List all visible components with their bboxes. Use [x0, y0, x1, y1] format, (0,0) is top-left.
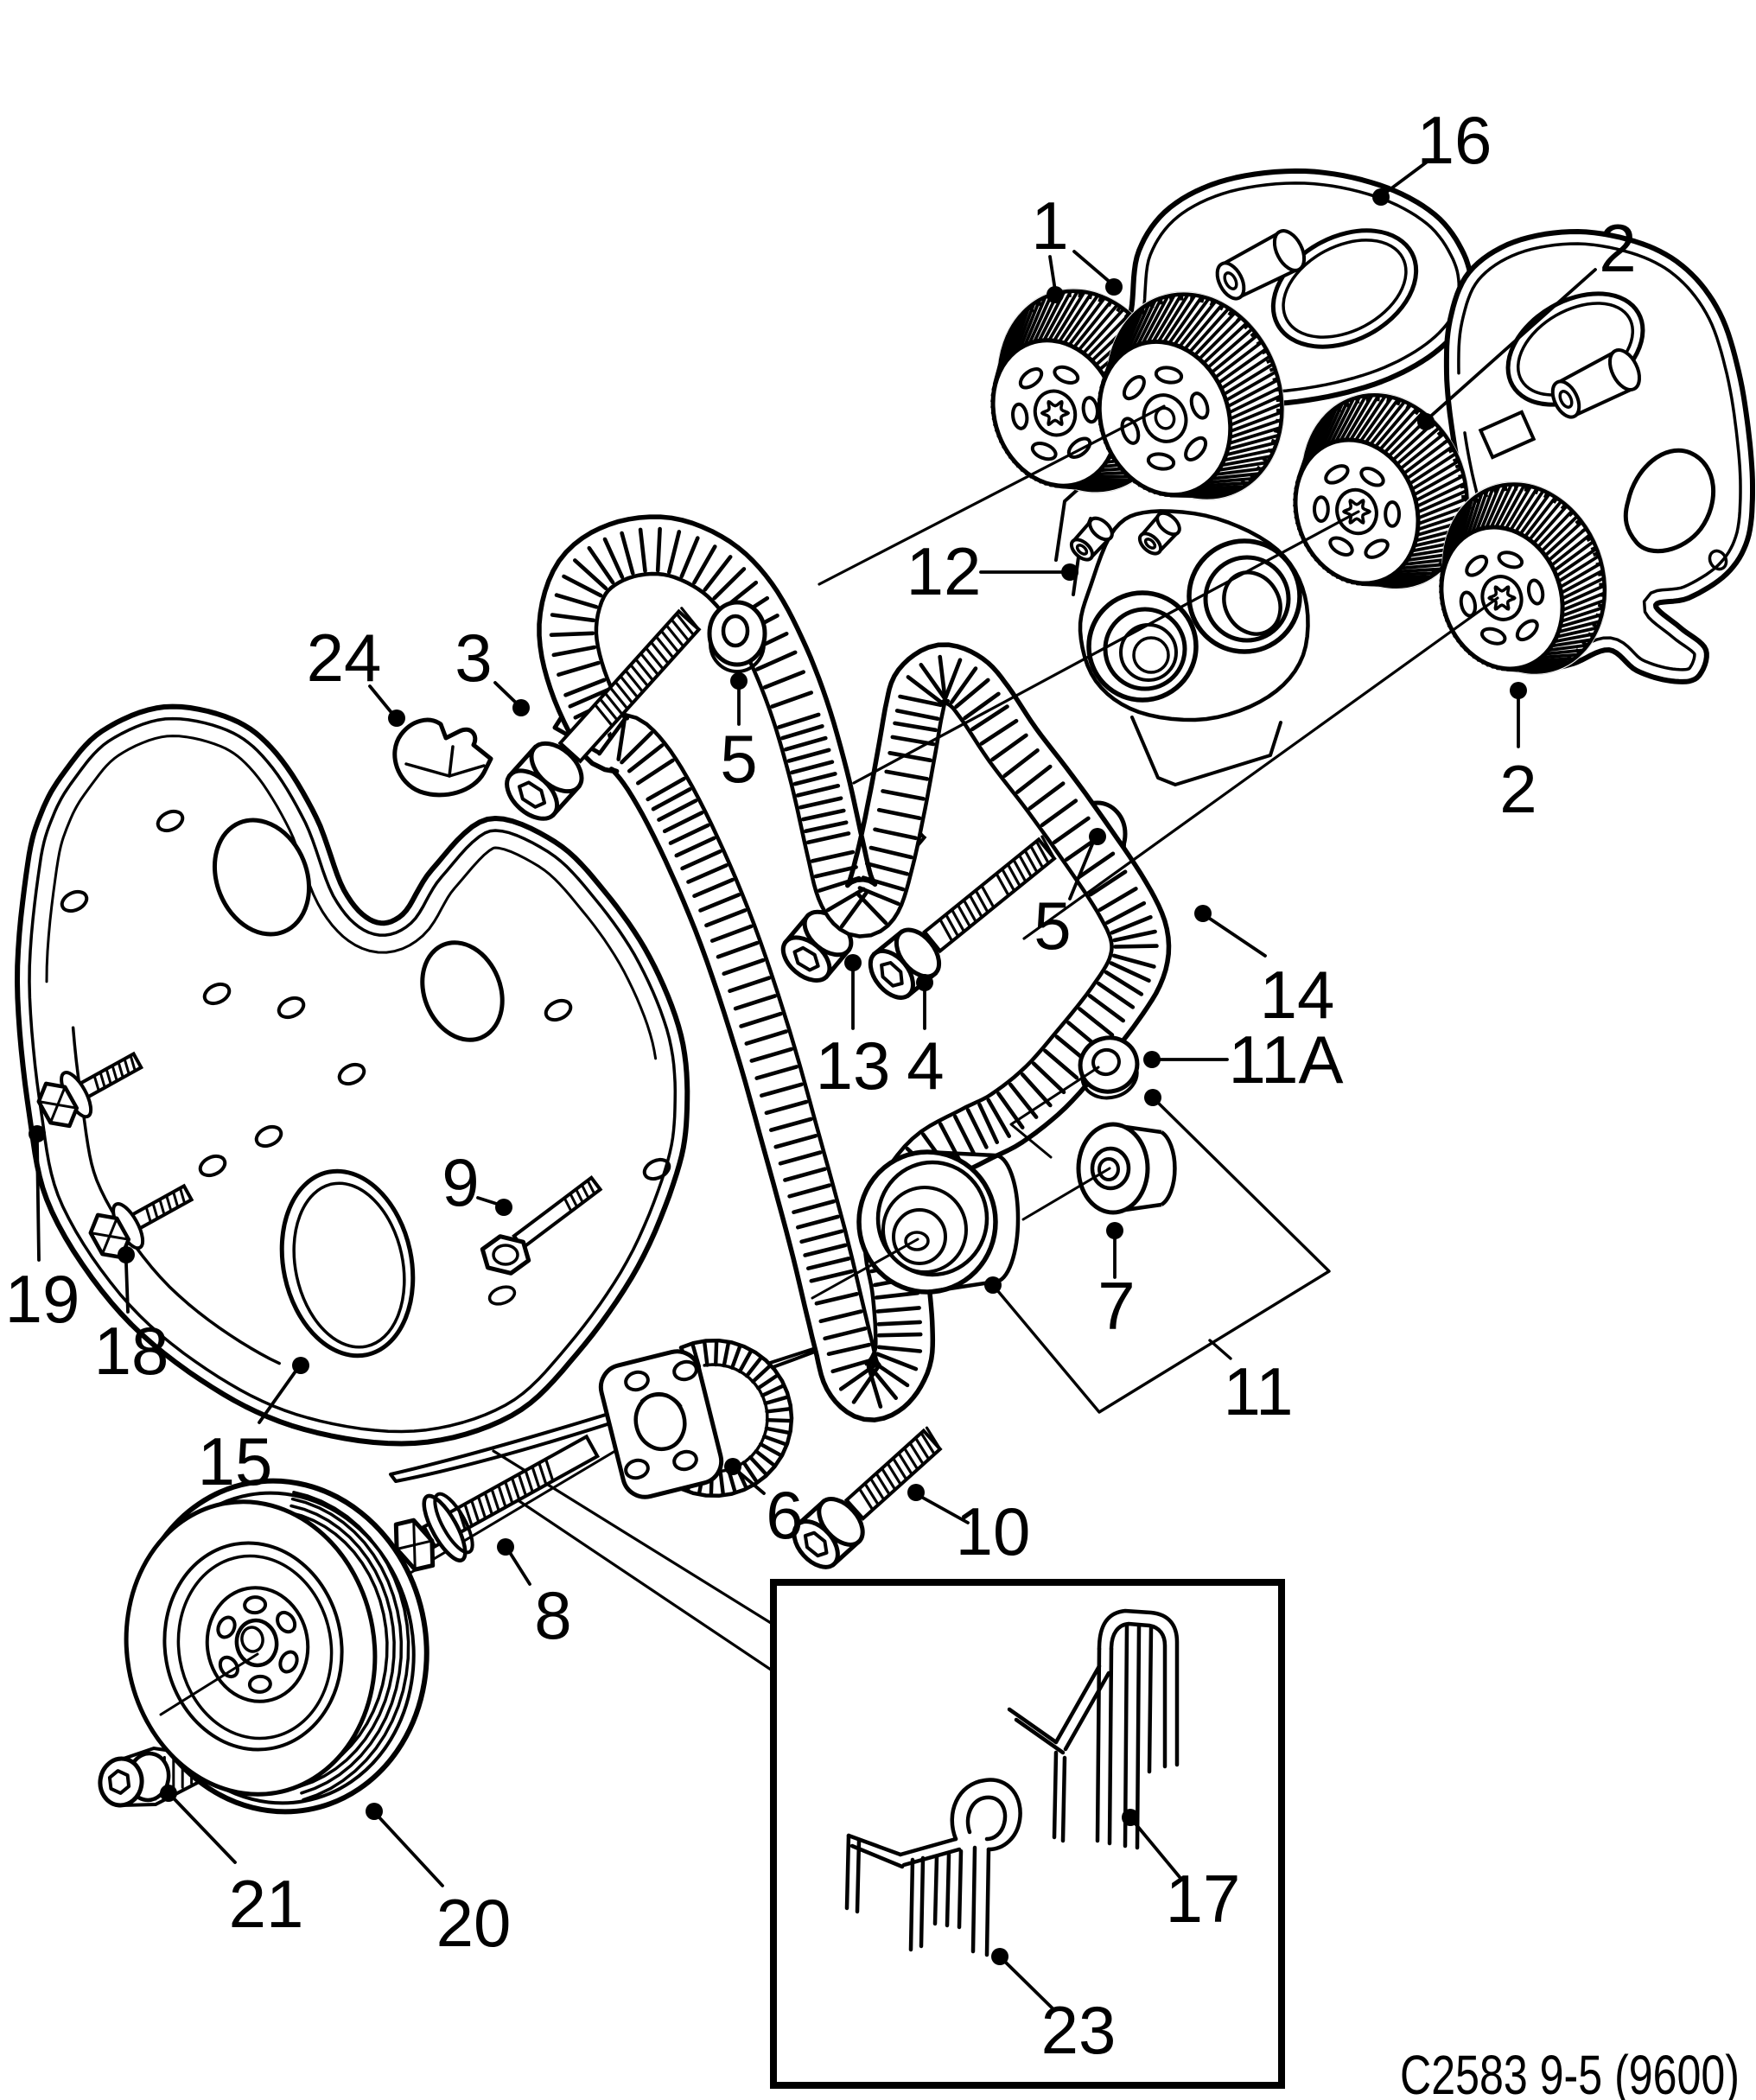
svg-text:16: 16	[1417, 102, 1492, 178]
svg-text:24: 24	[307, 620, 382, 696]
svg-text:11: 11	[1224, 1353, 1294, 1429]
svg-text:20: 20	[436, 1885, 512, 1961]
svg-text:4: 4	[907, 1028, 944, 1104]
svg-text:14: 14	[1260, 957, 1335, 1033]
svg-text:10: 10	[956, 1493, 1031, 1569]
svg-text:C2583 9-5 (9600): C2583 9-5 (9600)	[1400, 2044, 1740, 2100]
svg-text:15: 15	[198, 1423, 273, 1499]
svg-text:2: 2	[1499, 751, 1536, 827]
svg-text:11A: 11A	[1229, 1021, 1344, 1098]
svg-text:3: 3	[455, 620, 492, 696]
svg-text:2: 2	[1599, 210, 1636, 286]
svg-text:5: 5	[720, 721, 757, 797]
svg-text:21: 21	[229, 1866, 304, 1942]
svg-text:19: 19	[5, 1261, 80, 1337]
svg-text:23: 23	[1041, 1992, 1117, 2068]
svg-text:5: 5	[1034, 888, 1071, 964]
svg-text:6: 6	[766, 1477, 803, 1553]
svg-text:18: 18	[94, 1313, 169, 1389]
svg-text:9: 9	[442, 1144, 479, 1220]
svg-text:8: 8	[534, 1577, 571, 1653]
svg-text:7: 7	[1098, 1268, 1135, 1344]
svg-text:17: 17	[1166, 1861, 1241, 1937]
svg-text:12: 12	[907, 533, 982, 609]
svg-text:1: 1	[1031, 188, 1068, 264]
svg-text:13: 13	[816, 1028, 891, 1104]
